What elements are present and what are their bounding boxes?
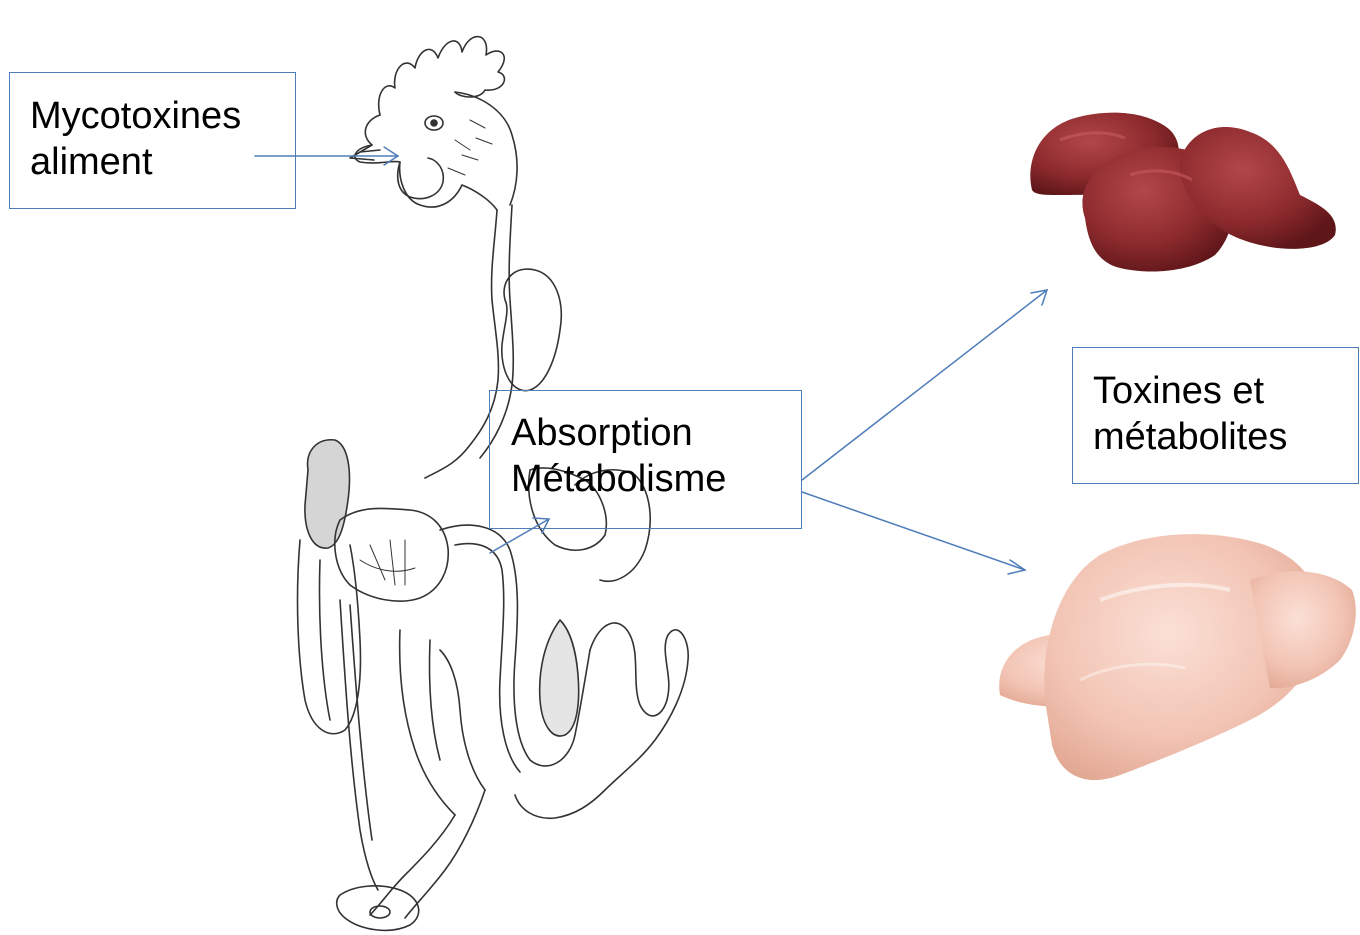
mycotoxines-feed-label: Mycotoxines aliment [9,72,296,209]
absorption-label-line2: Métabolisme [511,456,801,502]
mycotoxines-label-line1: Mycotoxines [30,93,295,139]
toxins-label-line2: métabolites [1093,414,1358,460]
toxins-metabolites-label: Toxines et métabolites [1072,347,1359,484]
arrow-to-breast [802,492,1025,574]
arrow-to-liver [802,290,1047,480]
toxins-label-line1: Toxines et [1093,368,1358,414]
mycotoxines-label-line2: aliment [30,139,295,185]
absorption-label-line1: Absorption [511,410,801,456]
absorption-metabolism-label: Absorption Métabolisme [489,390,802,529]
